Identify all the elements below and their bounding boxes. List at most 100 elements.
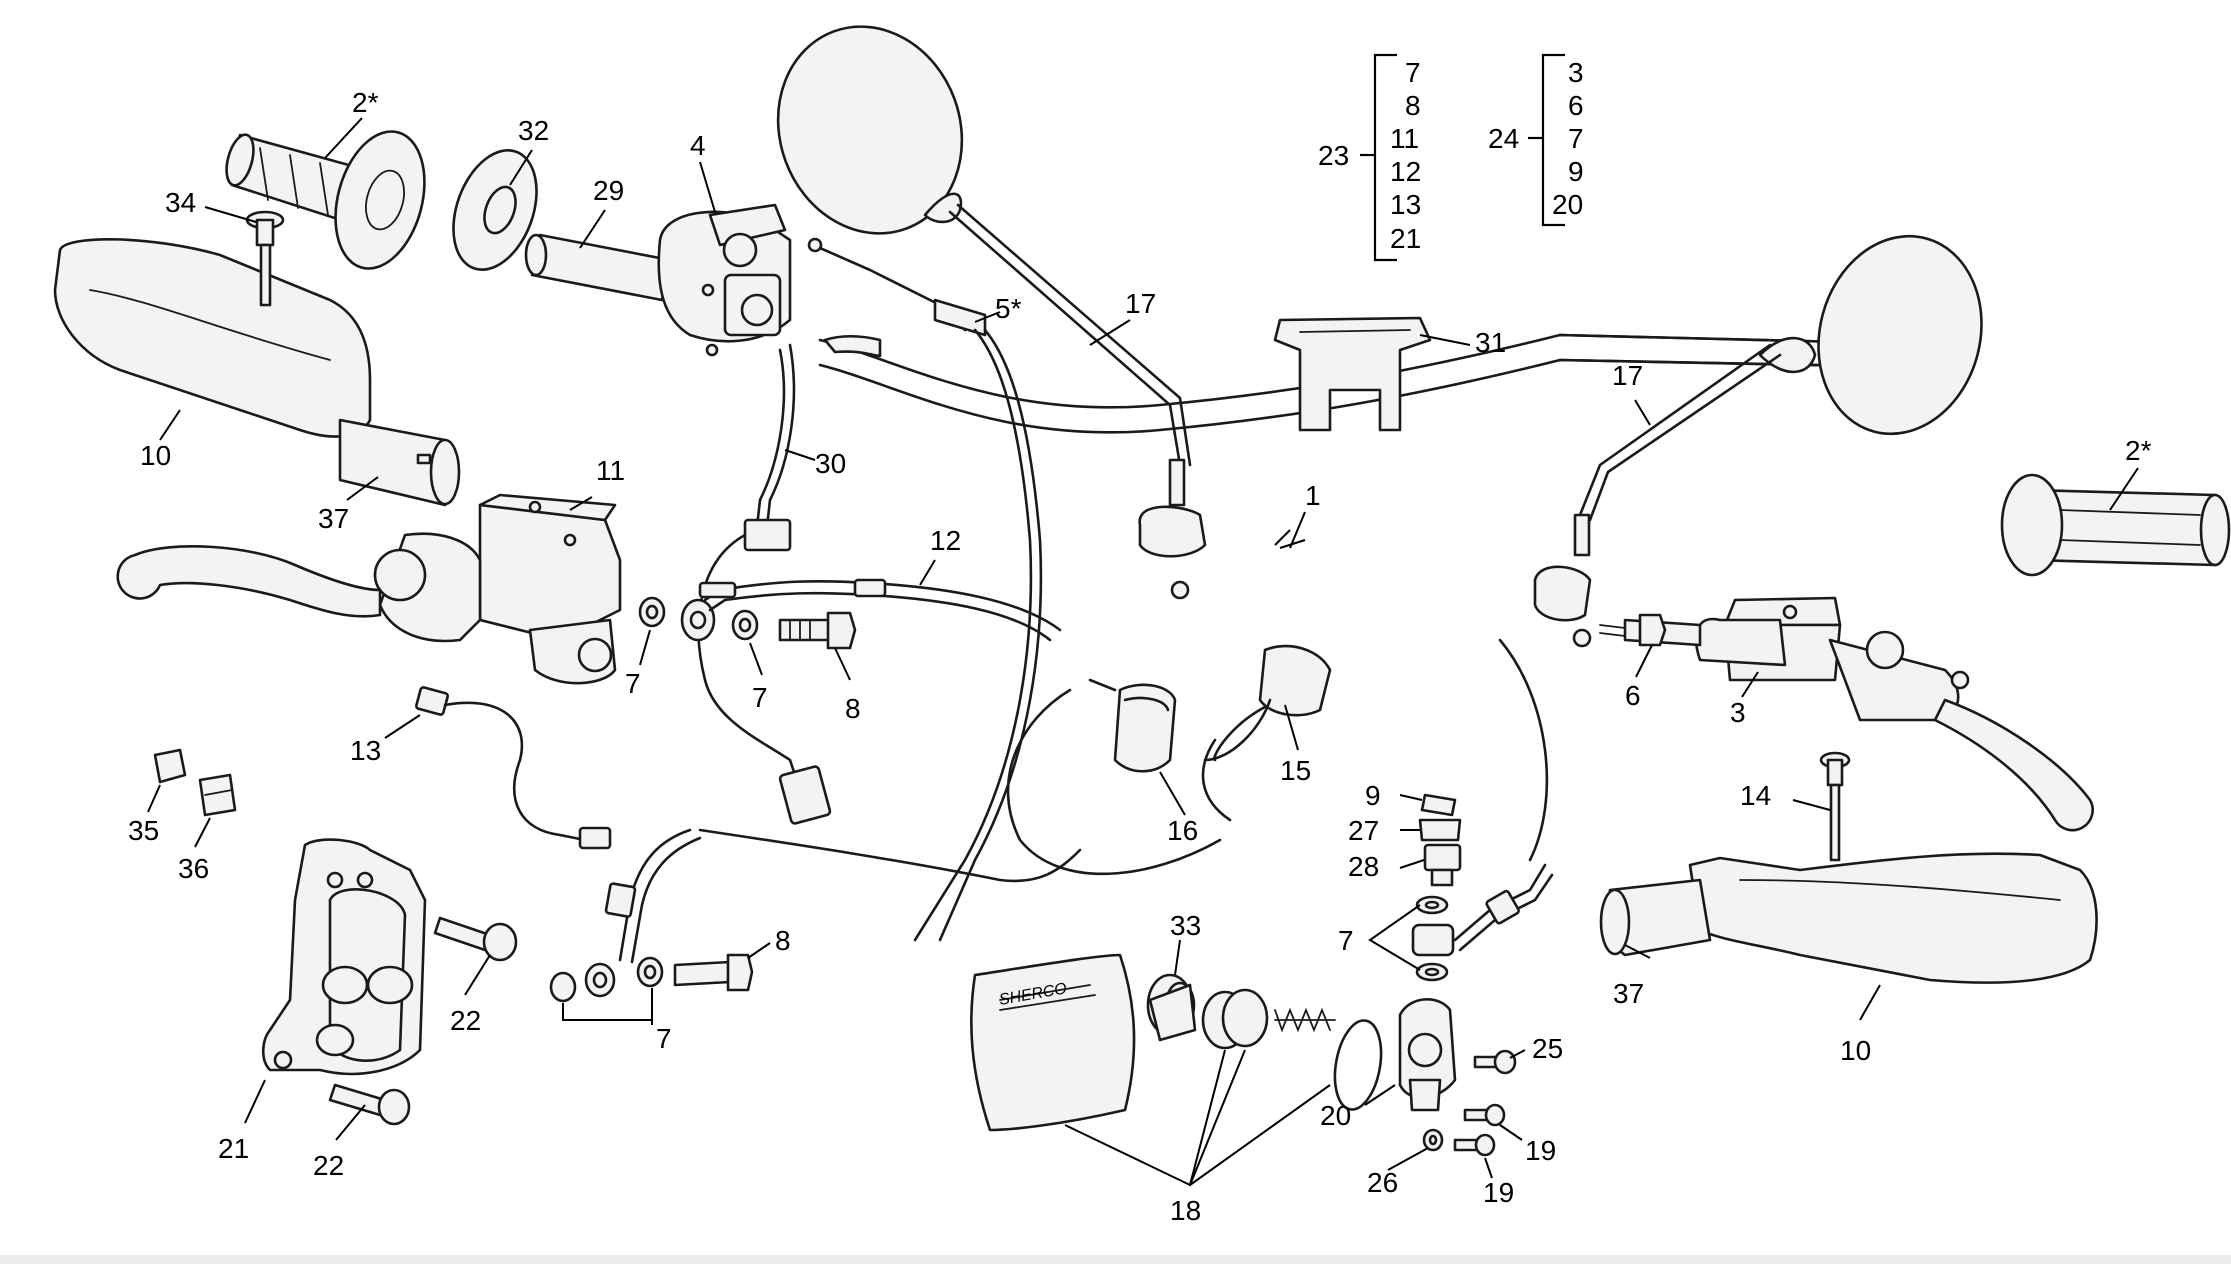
callout-10-right: 10 bbox=[1840, 1035, 1871, 1066]
callout-7-left-b: 7 bbox=[752, 682, 768, 713]
callouts: 1 2* 2* 3 4 5* 6 7 7 7 7 8 8 9 10 10 11 … bbox=[128, 87, 2152, 1226]
callout-16: 16 bbox=[1167, 815, 1198, 846]
callout-14: 14 bbox=[1740, 780, 1771, 811]
callout-7-right: 7 bbox=[1338, 925, 1354, 956]
bleed-screw-9 bbox=[1420, 793, 1457, 817]
caliper-bolt-22-upper bbox=[433, 916, 518, 962]
callout-30: 30 bbox=[815, 448, 846, 479]
bolt-34 bbox=[245, 210, 285, 307]
kit-23-bracket bbox=[1360, 53, 1397, 262]
footer-strip bbox=[0, 1255, 2231, 1264]
right-handguard bbox=[1599, 852, 2098, 984]
kit-24-item: 9 bbox=[1568, 156, 1584, 187]
callout-34: 34 bbox=[165, 187, 196, 218]
callout-29: 29 bbox=[593, 175, 624, 206]
kit-23-item: 13 bbox=[1390, 189, 1421, 220]
callout-35: 35 bbox=[128, 815, 159, 846]
kit-24-bracket bbox=[1528, 53, 1565, 227]
kit-24-list: 24 3 6 7 9 20 bbox=[1488, 57, 1584, 220]
banjo-bolt-8-upper bbox=[778, 611, 857, 650]
throttle-wiring bbox=[697, 343, 832, 825]
leader-lines bbox=[147, 117, 2139, 1187]
kit-24-item: 7 bbox=[1568, 123, 1584, 154]
left-handguard bbox=[53, 238, 461, 507]
callout-7-left-a: 7 bbox=[625, 668, 641, 699]
callout-25: 25 bbox=[1532, 1033, 1563, 1064]
part-28 bbox=[1423, 843, 1462, 887]
left-mirror bbox=[776, 25, 1207, 600]
callout-22-upper: 22 bbox=[450, 1005, 481, 1036]
loom-curve bbox=[1006, 688, 1222, 876]
callout-17-left: 17 bbox=[1125, 288, 1156, 319]
seal-pair bbox=[1201, 988, 1269, 1050]
callout-8-upper: 8 bbox=[845, 693, 861, 724]
callout-21: 21 bbox=[218, 1133, 249, 1164]
callout-4: 4 bbox=[690, 130, 706, 161]
lower-brake-hose bbox=[549, 828, 1082, 1003]
callout-2-left: 2* bbox=[352, 87, 379, 118]
brake-switch-6 bbox=[1599, 613, 1702, 647]
banjo-bolt-8-lower bbox=[673, 953, 754, 992]
kit-24-label: 24 bbox=[1488, 123, 1519, 154]
callout-7-lower: 7 bbox=[656, 1023, 672, 1054]
washer-32 bbox=[452, 149, 538, 271]
callout-27: 27 bbox=[1348, 815, 1379, 846]
callout-11: 11 bbox=[596, 455, 625, 486]
switch-15 bbox=[1203, 644, 1332, 762]
callout-36: 36 bbox=[178, 853, 209, 884]
fluid-pouch: SHERCO bbox=[970, 953, 1136, 1132]
rear-cylinder-body bbox=[1398, 998, 1457, 1112]
loom-curve-4 bbox=[1498, 638, 1549, 862]
callout-17-right: 17 bbox=[1612, 360, 1643, 391]
callout-19-upper: 19 bbox=[1525, 1135, 1556, 1166]
callout-5: 5* bbox=[995, 293, 1022, 324]
clip-35 bbox=[153, 748, 187, 784]
right-master-cylinder bbox=[1694, 596, 2094, 832]
callout-15: 15 bbox=[1280, 755, 1311, 786]
callout-18: 18 bbox=[1170, 1195, 1201, 1226]
callout-26: 26 bbox=[1367, 1167, 1398, 1198]
piston-33 bbox=[1146, 973, 1197, 1042]
callout-31: 31 bbox=[1475, 327, 1506, 358]
kit-23-item: 12 bbox=[1390, 156, 1421, 187]
callout-19-lower: 19 bbox=[1483, 1177, 1514, 1208]
kit-23-item: 7 bbox=[1405, 57, 1421, 88]
callout-37-right: 37 bbox=[1613, 978, 1644, 1009]
rear-banjo-group bbox=[1411, 863, 1554, 982]
caliper-bolt-22-lower bbox=[328, 1083, 411, 1126]
screw-19-upper bbox=[1463, 1103, 1506, 1127]
kit-23-item: 8 bbox=[1405, 90, 1421, 121]
throttle-housing bbox=[657, 203, 792, 357]
callout-28: 28 bbox=[1348, 851, 1379, 882]
washer-26 bbox=[1422, 1128, 1444, 1152]
right-grip bbox=[2000, 473, 2231, 577]
callout-37-left: 37 bbox=[318, 503, 349, 534]
switch-13 bbox=[415, 686, 612, 850]
kit-23-label: 23 bbox=[1318, 140, 1349, 171]
loom-curve-2 bbox=[1201, 738, 1232, 822]
screw-25 bbox=[1473, 1049, 1517, 1075]
washer-group-left-a bbox=[638, 596, 759, 641]
kit-23-item: 21 bbox=[1390, 223, 1421, 254]
callout-1: 1 bbox=[1305, 480, 1321, 511]
kit-24-item: 3 bbox=[1568, 57, 1584, 88]
callout-3: 3 bbox=[1730, 697, 1746, 728]
left-master-cylinder bbox=[116, 493, 622, 685]
callout-22-lower: 22 bbox=[313, 1150, 344, 1181]
kit-24-item: 20 bbox=[1552, 189, 1583, 220]
callout-20: 20 bbox=[1320, 1100, 1351, 1131]
bolt-14 bbox=[1819, 751, 1851, 862]
left-grip bbox=[225, 130, 426, 270]
caliper-21 bbox=[261, 838, 427, 1076]
throttle-tube bbox=[524, 233, 672, 302]
callout-10-left: 10 bbox=[140, 440, 171, 471]
callout-13: 13 bbox=[350, 735, 381, 766]
right-mirror bbox=[1533, 234, 1983, 648]
brake-hose-12 bbox=[680, 578, 1062, 642]
spring bbox=[1274, 1007, 1336, 1033]
clip-36 bbox=[198, 773, 237, 817]
callout-8-lower: 8 bbox=[775, 925, 791, 956]
kit-24-item: 6 bbox=[1568, 90, 1584, 121]
screw-19-lower bbox=[1453, 1133, 1496, 1157]
